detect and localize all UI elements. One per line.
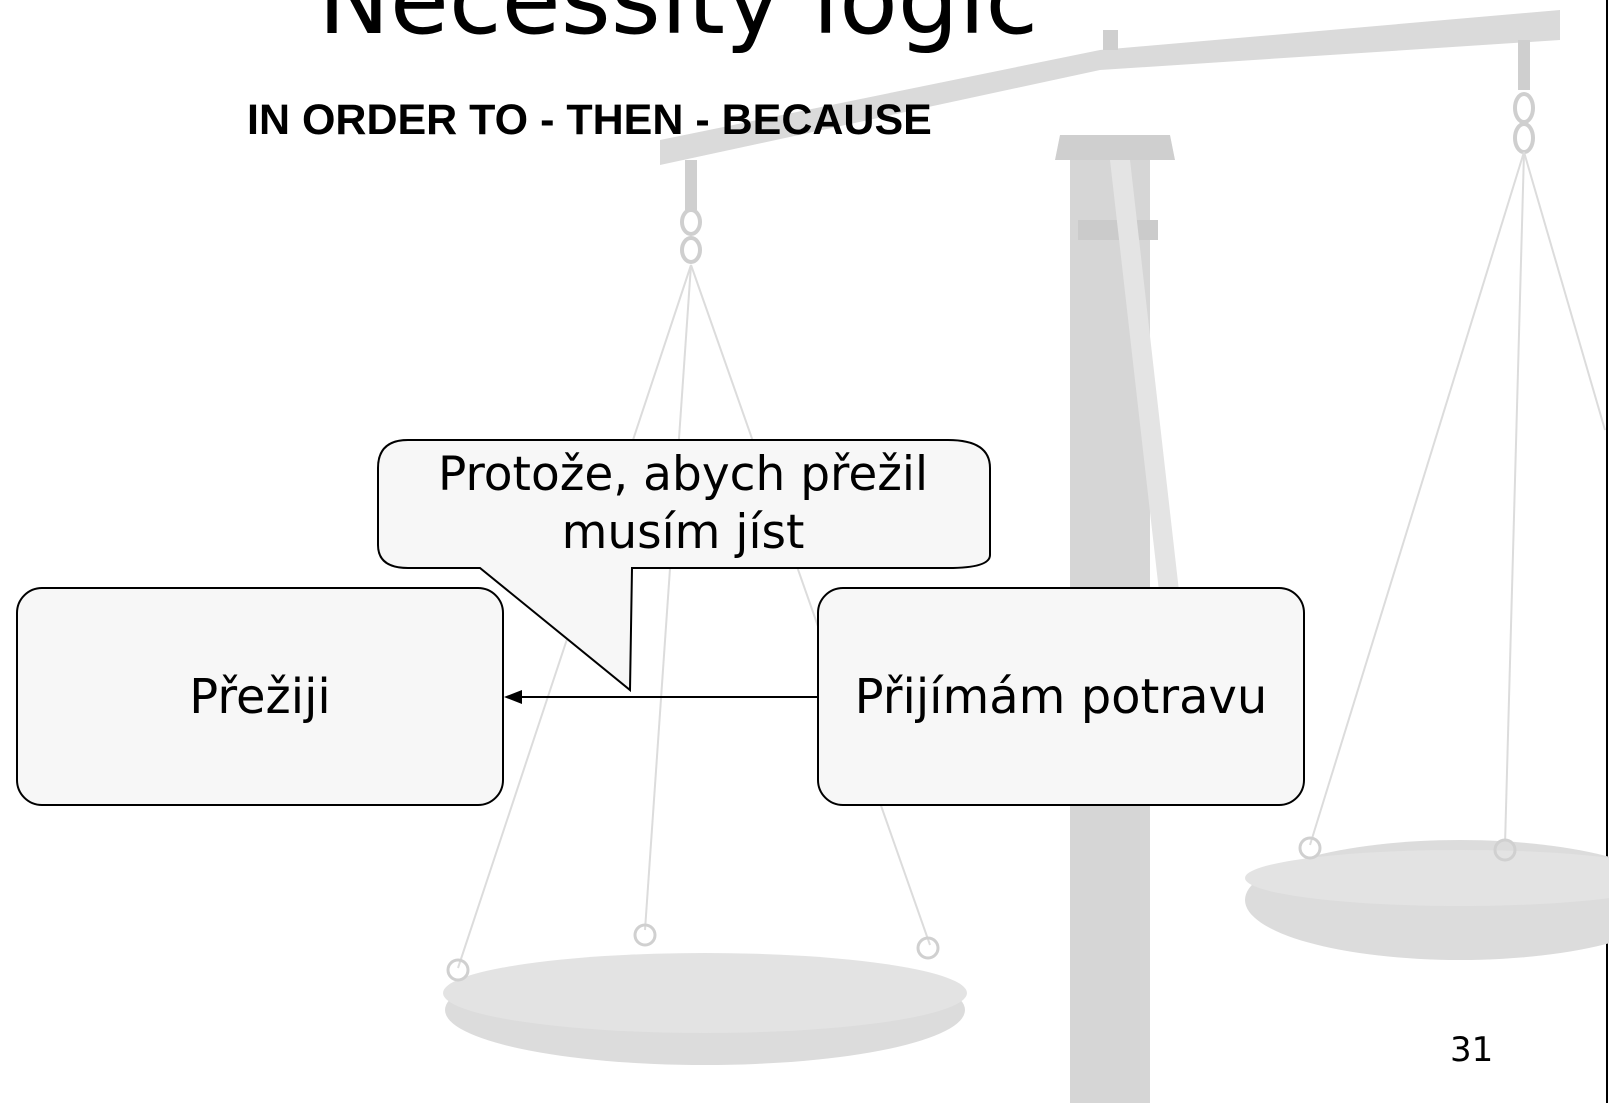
callout-text: Protože, abych přežil musím jíst: [437, 447, 929, 560]
slide-title: Necessity logic: [318, 0, 1039, 56]
page-number: 31: [1450, 1030, 1494, 1070]
callout-shape: [377, 439, 991, 693]
right-box: Přijímám potravu: [817, 587, 1305, 806]
arrow-head-icon: [504, 690, 522, 704]
left-box: Přežiji: [16, 587, 504, 806]
slide-subtitle: IN ORDER TO - THEN - BECAUSE: [247, 96, 932, 144]
